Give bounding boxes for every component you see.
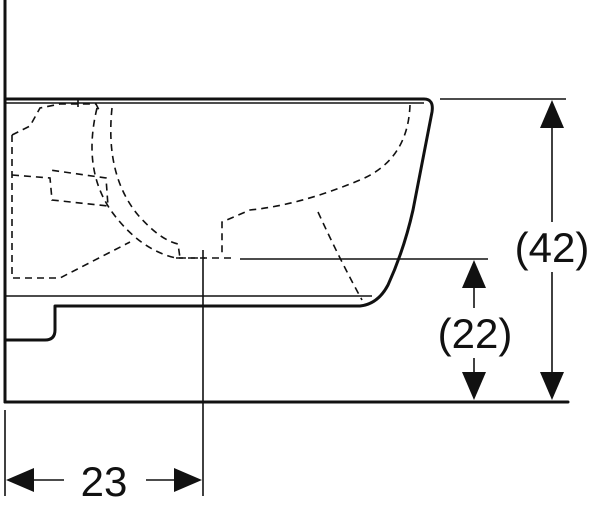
flush-inlet-top	[11, 103, 101, 136]
bowl-body-outline	[3, 97, 434, 342]
arrow-down-22	[462, 372, 486, 400]
label-bg-22	[434, 308, 516, 358]
connector-pipe	[11, 169, 109, 207]
label-bg-42	[512, 222, 592, 272]
arrow-left-23	[6, 468, 34, 492]
extension-lines	[4, 98, 566, 496]
wall-and-floor	[3, 0, 570, 404]
arrow-up-42	[540, 100, 564, 128]
arrow-down-42	[540, 372, 564, 400]
arrow-right-23	[174, 468, 202, 492]
bowl-outline	[3, 97, 434, 342]
arrow-up-22	[462, 260, 486, 288]
dimension-depth-outlet: 23	[6, 458, 202, 505]
dim-label-23: 23	[81, 458, 128, 505]
dimension-height-outlet: (22)	[434, 260, 516, 400]
trap-inner-curve	[91, 107, 205, 259]
dim-label-42: (42)	[515, 224, 590, 271]
dimension-height-total: (42)	[512, 100, 592, 400]
bowl-inner-curve	[221, 104, 411, 256]
flush-inlet-side	[11, 135, 131, 279]
dim-label-22: (22)	[438, 310, 513, 357]
bowl-support-curve	[317, 211, 363, 301]
hidden-internal-lines	[11, 100, 411, 301]
trap-outer-curve	[109, 107, 181, 259]
